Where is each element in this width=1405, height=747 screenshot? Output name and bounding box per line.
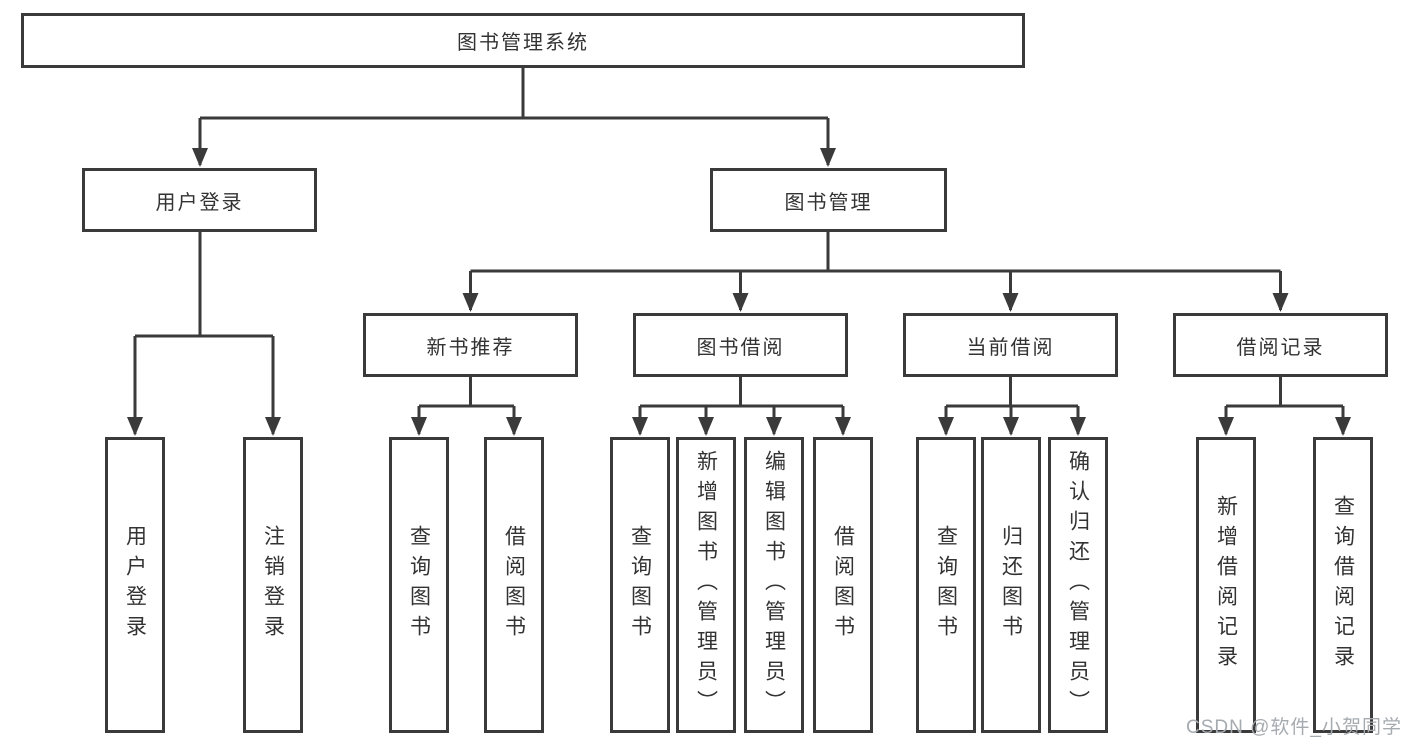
- node-library-management-system: 图书管理系统: [21, 13, 1025, 68]
- leaf-return-books: 归还图书: [981, 437, 1041, 733]
- leaf-edit-books-admin: 编辑图书（管理员）: [744, 437, 804, 733]
- leaf-query-books-current: 查询图书: [916, 437, 976, 733]
- leaf-query-books-borrow: 查询图书: [610, 437, 670, 733]
- leaf-borrow-books: 借阅图书: [813, 437, 873, 733]
- leaf-borrow-books-recommend: 借阅图书: [484, 437, 544, 733]
- node-book-management: 图书管理: [710, 168, 947, 232]
- leaf-add-borrow-record: 新增借阅记录: [1196, 437, 1256, 733]
- node-book-borrow: 图书借阅: [633, 313, 848, 377]
- leaf-query-books-recommend: 查询图书: [389, 437, 449, 733]
- node-current-borrow: 当前借阅: [903, 313, 1118, 377]
- csdn-watermark: CSDN @软件_小贺同学: [1186, 717, 1402, 738]
- leaf-logout: 注销登录: [243, 437, 303, 733]
- node-new-book-recommend: 新书推荐: [363, 313, 578, 377]
- node-user-login: 用户登录: [82, 168, 317, 232]
- leaf-confirm-return-admin: 确认归还（管理员）: [1048, 437, 1108, 733]
- leaf-add-books-admin: 新增图书（管理员）: [676, 437, 736, 733]
- leaf-query-borrow-record: 查询借阅记录: [1313, 437, 1373, 733]
- leaf-user-login: 用户登录: [105, 437, 165, 733]
- node-borrow-records: 借阅记录: [1173, 313, 1388, 377]
